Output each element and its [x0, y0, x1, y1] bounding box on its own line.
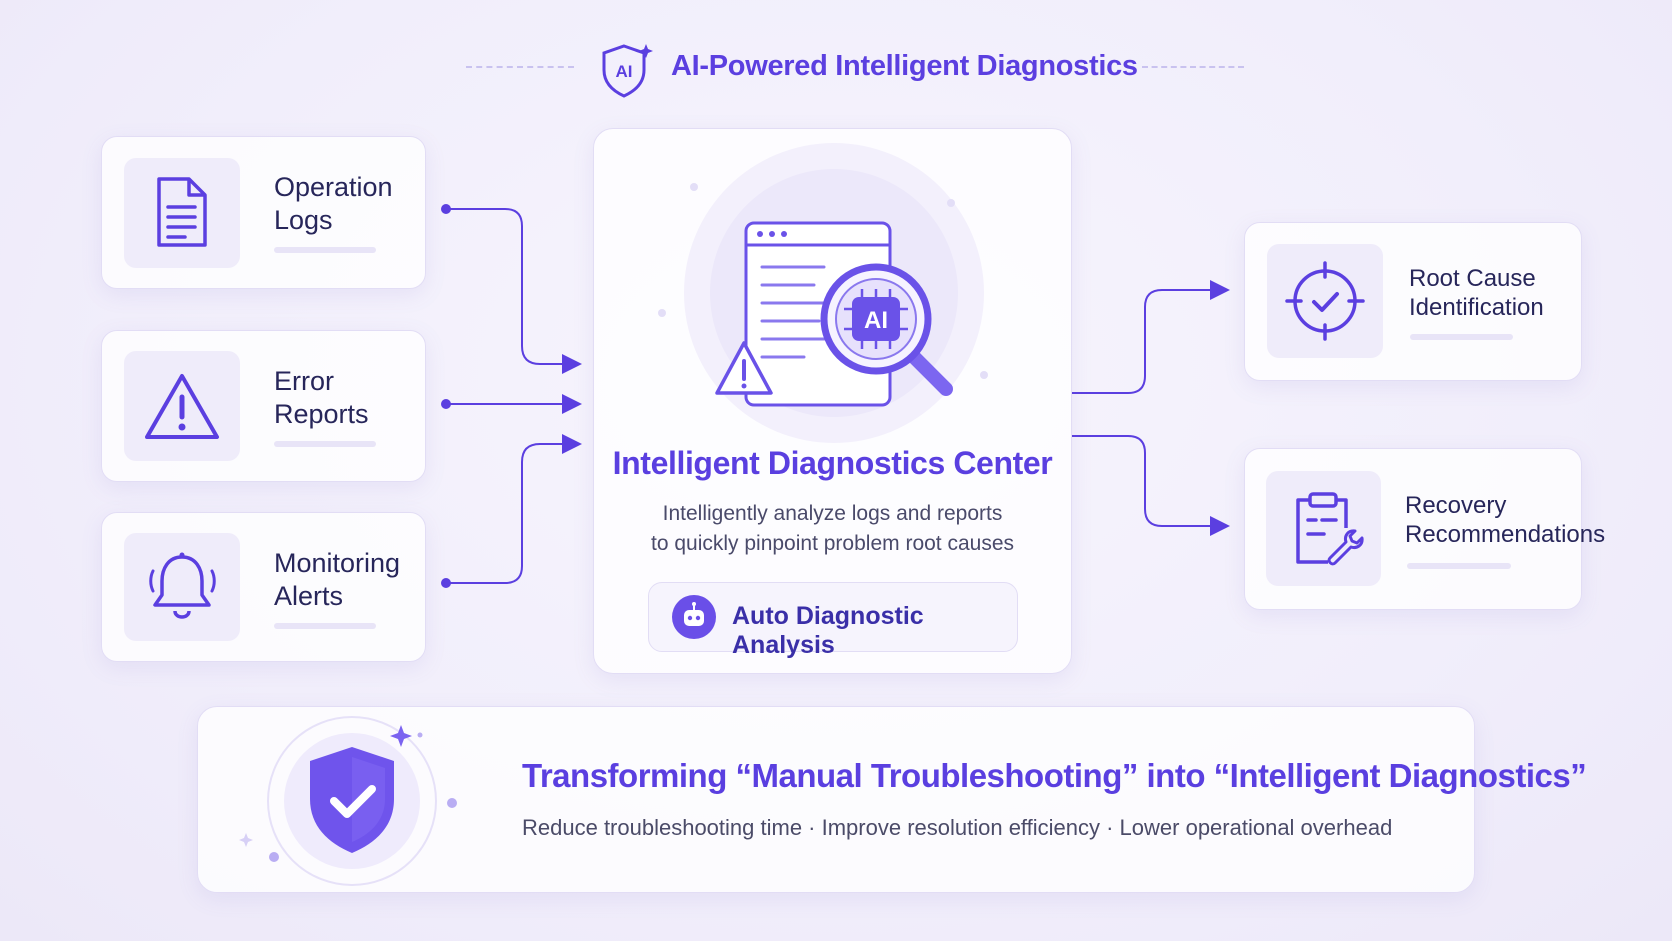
input-label-monitoring-alerts: Monitoring Alerts — [274, 548, 401, 611]
shield-check-icon — [239, 716, 457, 886]
connector-alerts — [446, 434, 582, 584]
ai-magnifier-icon: AI — [820, 263, 953, 396]
connector-recovery — [1071, 435, 1230, 536]
input-label-operation-logs: Operation Logs — [274, 172, 393, 235]
input-card-monitoring-alerts[interactable]: Monitoring Alerts — [101, 512, 426, 662]
connector-logs — [446, 208, 582, 374]
small-warning-icon — [715, 341, 773, 395]
transformation-banner: Transforming “Manual Troubleshooting” in… — [197, 706, 1587, 893]
auto-diagnostic-analysis-button[interactable]: Auto Diagnostic Analysis — [648, 582, 1018, 659]
warning-icon — [124, 351, 240, 461]
connector-root-cause — [1071, 280, 1230, 394]
center-description: Intelligently analyze logs and reports t… — [650, 502, 1015, 555]
card-bar — [274, 623, 376, 629]
svg-text:AI: AI — [616, 62, 633, 81]
clipboard-wrench-icon — [1266, 471, 1381, 586]
diagnostics-center-card: AI Intelligent Diagnostics Center Intell… — [593, 128, 1072, 674]
card-bar — [274, 247, 376, 253]
card-bar — [1407, 563, 1511, 569]
target-icon — [1267, 244, 1383, 358]
bell-icon — [124, 533, 240, 641]
center-title: Intelligent Diagnostics Center — [612, 445, 1053, 481]
header: AI AI-Powered Intelligent Diagnostics — [0, 36, 1672, 100]
header-divider-right — [1142, 66, 1244, 68]
input-label-error-reports: Error Reports — [274, 366, 369, 429]
document-icon — [124, 158, 240, 268]
input-card-operation-logs[interactable]: Operation Logs — [101, 136, 426, 289]
robot-icon — [672, 595, 716, 639]
input-card-error-reports[interactable]: Error Reports — [101, 330, 426, 482]
page-title: AI-Powered Intelligent Diagnostics — [671, 50, 1138, 82]
output-card-recovery[interactable]: Recovery Recommendations — [1244, 448, 1605, 610]
output-label-recovery: Recovery Recommendations — [1405, 492, 1606, 548]
card-bar — [1410, 334, 1513, 340]
diagnostics-illustration: AI — [658, 143, 988, 443]
banner-subtitle: Reduce troubleshooting time · Improve re… — [522, 815, 1393, 840]
svg-text:AI: AI — [864, 307, 888, 334]
header-divider-left — [466, 66, 574, 68]
output-card-root-cause[interactable]: Root Cause Identification — [1244, 222, 1582, 381]
card-bar — [274, 441, 376, 447]
ai-shield-icon: AI — [596, 40, 656, 100]
auto-diagnostic-analysis-label: Auto Diagnostic Analysis — [732, 602, 924, 659]
output-label-root-cause: Root Cause Identification — [1409, 265, 1544, 321]
banner-title: Transforming “Manual Troubleshooting” in… — [522, 757, 1587, 794]
